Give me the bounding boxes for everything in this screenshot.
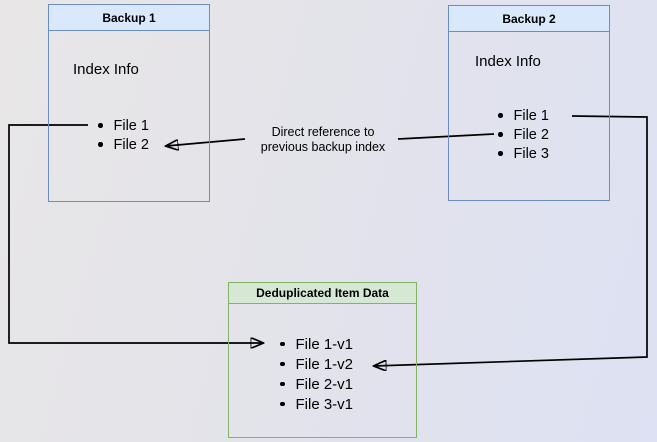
direct-reference-label-line2: previous backup index <box>260 140 386 154</box>
file-label: File 1 <box>113 117 149 134</box>
file-label: File 2 <box>113 136 149 153</box>
bullet-icon <box>280 381 285 387</box>
backup1-subtitle: Index Info <box>73 61 139 78</box>
list-item: File 1 <box>498 106 549 125</box>
bullet-icon <box>98 142 103 147</box>
bullet-icon <box>280 401 285 407</box>
list-item: File 3-v1 <box>280 394 353 414</box>
file-label: File 3-v1 <box>295 395 354 413</box>
backup1-title: Backup 1 <box>49 5 209 31</box>
list-item: File 1 <box>98 116 149 135</box>
file-label: File 1-v1 <box>295 335 354 353</box>
bullet-icon <box>280 361 285 367</box>
file-label: File 2 <box>513 126 549 143</box>
bullet-icon <box>498 132 503 137</box>
backup1-box: Backup 1 <box>48 4 210 202</box>
backup2-title: Backup 2 <box>449 6 609 32</box>
list-item: File 3 <box>498 144 549 163</box>
bullet-icon <box>498 113 503 118</box>
file-label: File 1-v2 <box>295 355 354 373</box>
list-item: File 2-v1 <box>280 374 353 394</box>
dedup-title: Deduplicated Item Data <box>229 283 416 304</box>
list-item: File 1-v2 <box>280 354 353 374</box>
list-item: File 2 <box>98 135 149 154</box>
bullet-icon <box>98 123 103 128</box>
list-item: File 2 <box>498 125 549 144</box>
direct-reference-label-line1: Direct reference to <box>271 125 375 139</box>
dedup-box: Deduplicated Item Data <box>228 282 417 438</box>
bullet-icon <box>498 151 503 156</box>
file-label: File 2-v1 <box>295 375 354 393</box>
bullet-icon <box>280 341 285 347</box>
direct-reference-label: Direct reference to previous backup inde… <box>248 125 398 155</box>
backup2-file-list: File 1 File 2 File 3 <box>498 106 549 163</box>
dedup-item-list: File 1-v1 File 1-v2 File 2-v1 File 3-v1 <box>280 334 353 414</box>
file-label: File 1 <box>513 107 549 124</box>
file-label: File 3 <box>513 145 549 162</box>
backup2-subtitle: Index Info <box>475 53 541 70</box>
list-item: File 1-v1 <box>280 334 353 354</box>
backup2-box: Backup 2 <box>448 5 610 201</box>
backup1-file-list: File 1 File 2 <box>98 116 149 154</box>
